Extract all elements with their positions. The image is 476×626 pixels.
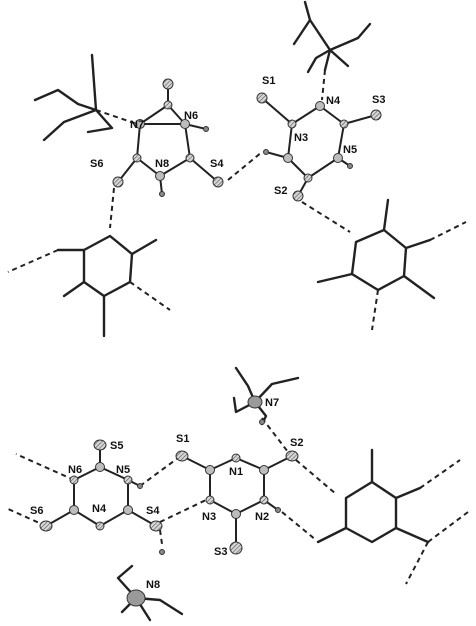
top-right-cation-fragment — [292, 0, 372, 74]
label-top-s2: S2 — [274, 185, 287, 197]
label-bottom-n1: N1 — [229, 466, 243, 478]
label-bottom-s6: S6 — [30, 505, 43, 517]
bottom-atoms — [39, 395, 299, 607]
label-bottom-s5: S5 — [110, 440, 123, 452]
label-bottom-n5: N5 — [116, 464, 130, 476]
top-atoms — [112, 78, 382, 202]
bottom-panel: S1 S2 N7 N1 N3 N2 S3 S5 N6 N5 N4 S6 S4 N… — [5, 366, 469, 622]
top-left-cyclohexane-fragment — [7, 234, 171, 338]
label-top-n6: N6 — [184, 110, 198, 122]
bottom-n8-cation-fragment — [116, 564, 184, 622]
label-top-s1: S1 — [262, 75, 275, 87]
label-bottom-s4: S4 — [146, 505, 160, 517]
label-bottom-s3: S3 — [214, 546, 227, 558]
top-right-cyclohexane-fragment — [316, 198, 467, 331]
label-bottom-n2: N2 — [255, 511, 269, 523]
label-top-s6: S6 — [90, 158, 103, 170]
top-hydrogen-bonds — [95, 69, 351, 233]
label-bottom-s2: S2 — [290, 437, 303, 449]
label-bottom-n3: N3 — [202, 511, 216, 523]
label-bottom-n8: N8 — [146, 579, 160, 591]
label-bottom-n6: N6 — [68, 464, 82, 476]
top-left-cation-fragment — [33, 53, 114, 142]
label-top-s4: S4 — [210, 158, 224, 170]
label-bottom-s1: S1 — [176, 433, 189, 445]
bottom-right-cyclohexane-fragment — [316, 448, 469, 585]
bottom-labels: S1 S2 N7 N1 N3 N2 S3 S5 N6 N5 N4 S6 S4 N… — [30, 397, 303, 591]
label-top-n4: N4 — [326, 95, 341, 107]
label-top-n3: N3 — [294, 132, 308, 144]
bottom-n7-cation-fragment — [232, 366, 300, 426]
label-bottom-n4: N4 — [92, 503, 107, 515]
top-labels: S1 S3 N4 N3 N5 S2 N7 N6 N8 S4 S6 — [90, 75, 385, 197]
label-top-s3: S3 — [372, 94, 385, 106]
label-top-n7: N7 — [130, 119, 144, 131]
label-bottom-n7: N7 — [265, 397, 279, 409]
label-top-n5: N5 — [343, 144, 357, 156]
label-top-n8: N8 — [155, 158, 169, 170]
bottom-hydrogen-bonds — [5, 417, 337, 545]
top-panel: S1 S3 N4 N3 N5 S2 N7 N6 N8 S4 S6 — [7, 0, 467, 338]
top-right-ring-bonds — [261, 97, 377, 197]
